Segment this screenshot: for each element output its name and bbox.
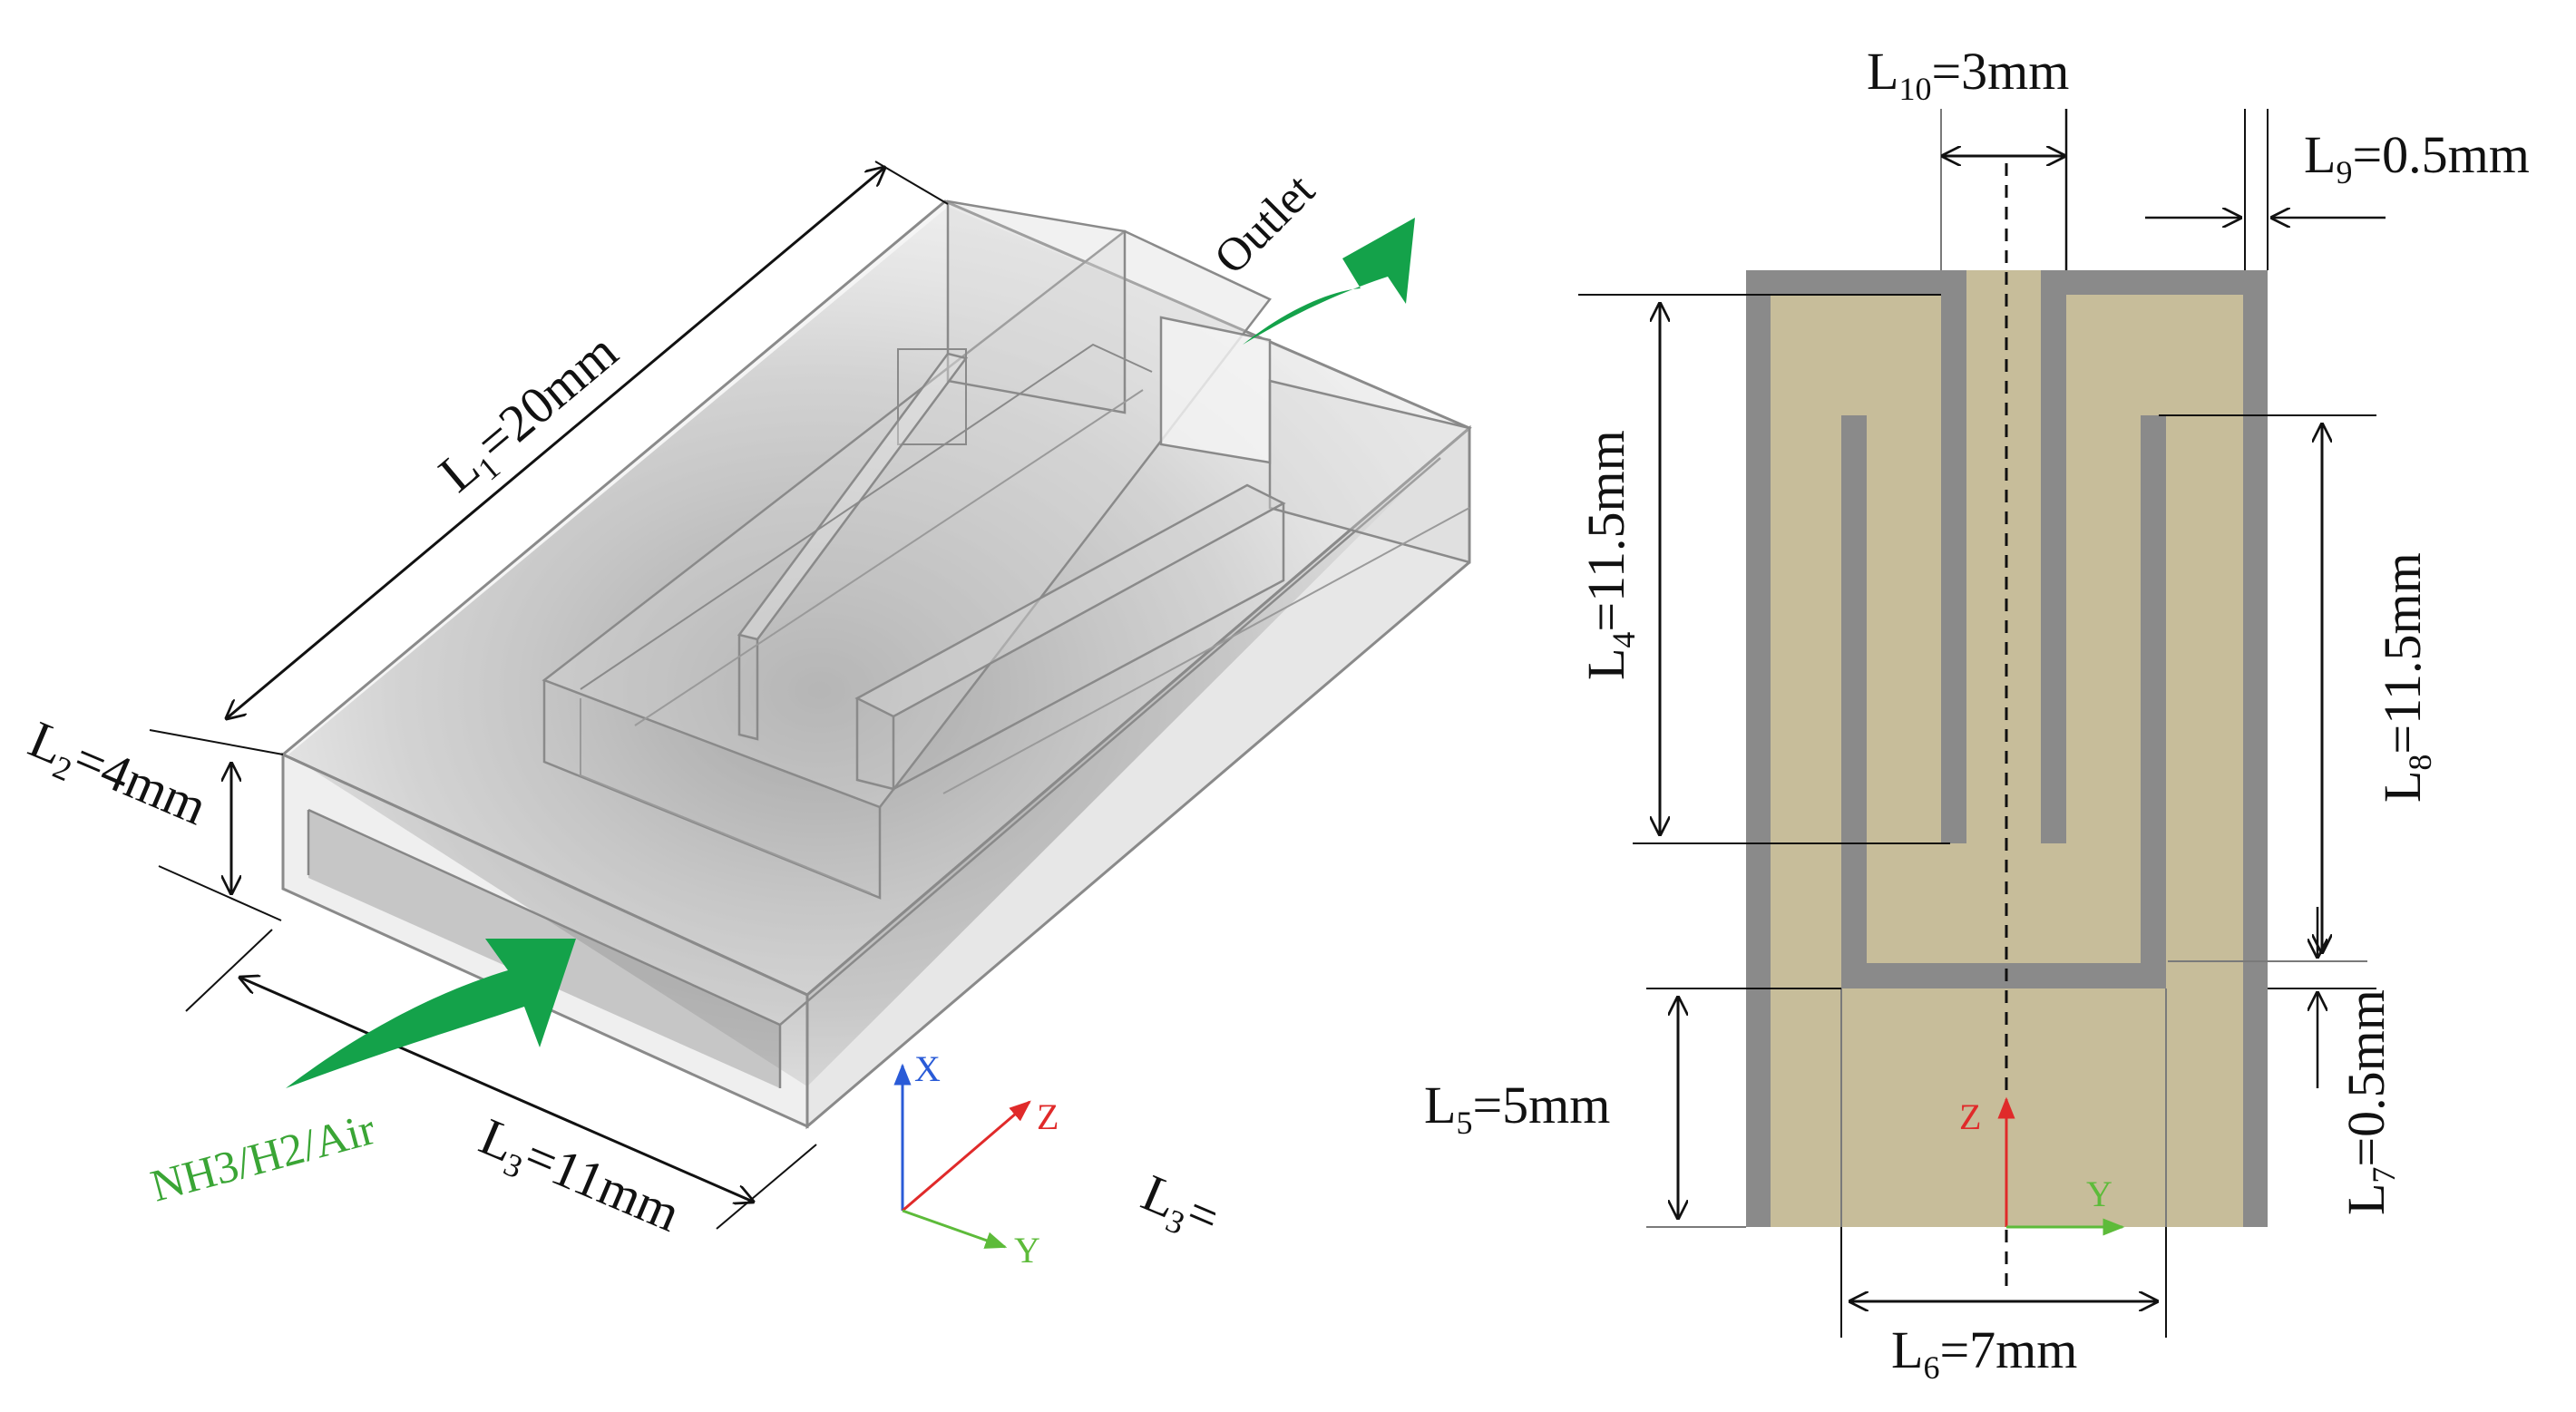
y-axis-arrow [902, 1209, 1008, 1249]
z-axis-arrow [902, 1100, 1031, 1212]
L1-extension-line [874, 161, 949, 205]
L6-label: L6=7mm [1891, 1320, 2077, 1386]
L3-dimension-line [240, 978, 753, 1202]
outlet-flow-arrow [1243, 218, 1415, 345]
L3-extension-line [185, 929, 273, 1012]
fin-center-edge [893, 503, 1285, 791]
z-axis-label: Z [1959, 1096, 1981, 1137]
x-axis-label: X [914, 1048, 941, 1089]
L10-label: L10=3mm [1867, 42, 2069, 107]
coordinate-axes-3d: X Z Y [893, 1048, 1059, 1271]
cup-left-wall [1841, 415, 1867, 978]
z-axis-label: Z [1037, 1096, 1059, 1137]
L3-extension-line [716, 1144, 817, 1230]
upper-right-block [1268, 379, 1471, 564]
L2-extension-line [158, 865, 282, 921]
cross-section-view: L10=3mm L9=0.5mm L4=11.5mm L8=11.5mm L5=… [1424, 42, 2530, 1386]
outlet-block [1159, 316, 1272, 464]
cup-bottom [1841, 963, 2166, 988]
right-top-opening [2245, 270, 2268, 297]
channel-wall-line [942, 507, 1470, 794]
fin-center-edge [855, 698, 895, 791]
L2-extension-line [149, 729, 284, 755]
fin [897, 348, 967, 445]
L9-label: L9=0.5mm [2304, 125, 2530, 190]
channel-frame-edge [580, 698, 872, 894]
white-mask [1188, 812, 1406, 1002]
outlet-flow-label: Outlet [1205, 164, 1325, 285]
coordinate-axes-2d: Z Y [1959, 1096, 2125, 1236]
L3-fragment-label: L3= [1131, 1163, 1228, 1253]
inner-fin-left [1941, 270, 1966, 843]
L1-dimension-line [227, 168, 884, 718]
L2-label: L2=4mm [18, 709, 215, 842]
isometric-view: L1=20mm L2=4mm L3=11mm NH3/H2/Air Outlet… [18, 161, 1472, 1274]
L4-label: L4=11.5mm [1576, 430, 1642, 680]
fragment-mask [1215, 1165, 1324, 1274]
inner-fin-right [2041, 270, 2066, 843]
L3-label: L3=11mm [469, 1106, 688, 1249]
L7-label: L7=0.5mm [2337, 989, 2402, 1215]
inlet-flow-label: NH3/H2/Air [145, 1103, 380, 1212]
cup-right-wall [2141, 415, 2166, 978]
L8-label: L8=11.5mm [2373, 552, 2438, 803]
y-axis-label: Y [2086, 1173, 2113, 1214]
top-opening [1966, 270, 2041, 296]
y-axis-label: Y [1014, 1230, 1040, 1271]
L1-label: L1=20mm [428, 322, 633, 509]
L5-label: L5=5mm [1424, 1076, 1610, 1141]
upper-block [946, 200, 1127, 414]
inlet-flow-arrow [286, 939, 576, 1088]
